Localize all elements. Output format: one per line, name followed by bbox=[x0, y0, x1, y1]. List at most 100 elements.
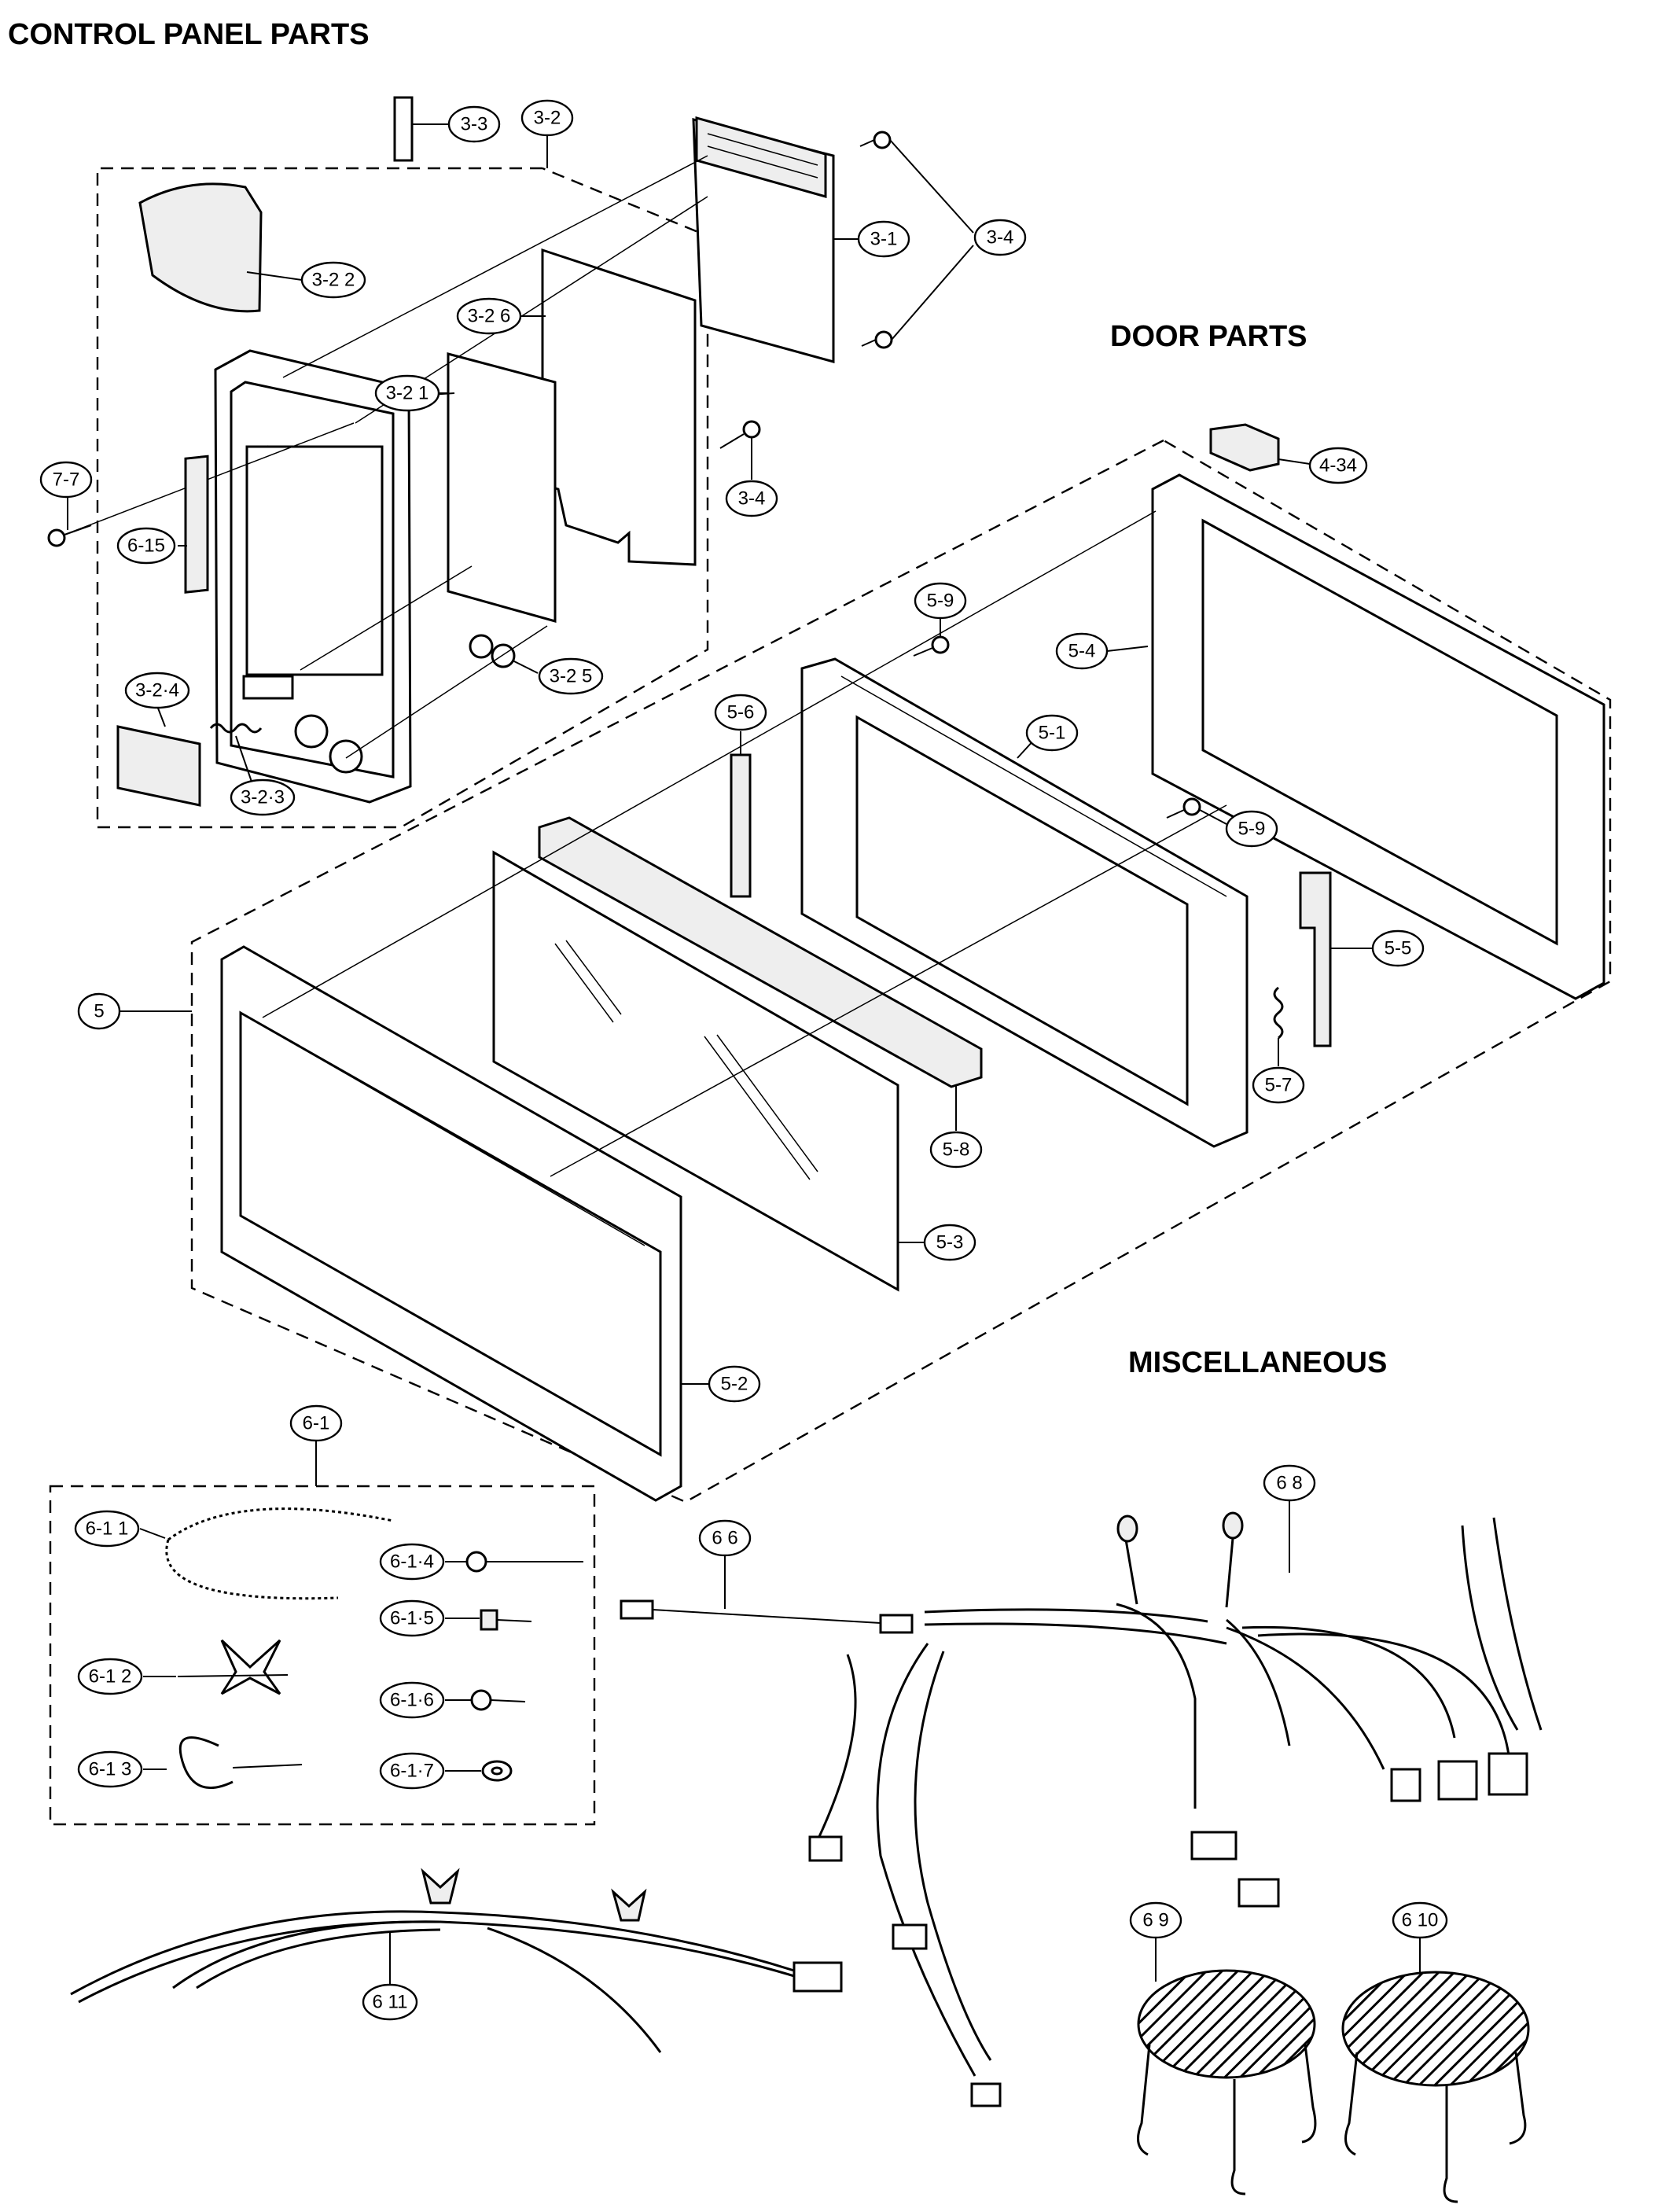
door-button-part bbox=[116, 725, 201, 807]
control-panel-frame-part bbox=[214, 349, 412, 804]
control-pcb-part bbox=[692, 116, 835, 363]
callout-5-8: 5-8 bbox=[929, 1131, 983, 1169]
bracket-3-3-part bbox=[393, 96, 414, 162]
leader-3-4a bbox=[889, 139, 974, 234]
svg-text:5-2: 5-2 bbox=[721, 1374, 748, 1395]
callout-6-11: 6 11 bbox=[362, 1983, 418, 2021]
svg-text:3-4: 3-4 bbox=[738, 488, 766, 510]
svg-text:5-9: 5-9 bbox=[1238, 819, 1266, 840]
svg-text:6 11: 6 11 bbox=[373, 1992, 408, 2013]
svg-text:6-1 2: 6-1 2 bbox=[89, 1666, 132, 1688]
callout-6-6: 6 6 bbox=[698, 1519, 752, 1557]
callout-5: 5 bbox=[77, 992, 121, 1030]
callout-3-2-6: 3-2 6 bbox=[456, 297, 522, 335]
explode-line-1 bbox=[282, 155, 708, 378]
callout-6-1-5: 6-1·5 bbox=[379, 1599, 445, 1637]
choke-frame-part bbox=[1151, 473, 1605, 1000]
hardware-kit-boundary bbox=[49, 1485, 596, 1826]
svg-text:6-1·7: 6-1·7 bbox=[390, 1761, 434, 1782]
toggle-bolt-6-1-2-part bbox=[177, 1639, 289, 1695]
callout-6-1-3: 6-1 3 bbox=[77, 1750, 143, 1788]
callout-3-2-2: 3-2 2 bbox=[300, 261, 366, 299]
leader-3-2-5 bbox=[512, 660, 539, 674]
svg-text:6 8: 6 8 bbox=[1276, 1473, 1302, 1494]
label-6-15-part bbox=[184, 455, 209, 594]
callout-3-3: 3-3 bbox=[447, 105, 501, 143]
door-parts-heading: DOOR PARTS bbox=[1110, 320, 1307, 353]
callout-3-2-4: 3-2·4 bbox=[124, 672, 190, 709]
control-panel-group bbox=[47, 96, 974, 829]
fuse-lead-6-6-part bbox=[620, 1599, 914, 1634]
callout-4-34: 4-34 bbox=[1308, 447, 1368, 484]
callout-6-1-1: 6-1 1 bbox=[74, 1510, 140, 1548]
callout-3-2: 3-2 bbox=[520, 99, 574, 137]
leader-5-4 bbox=[1106, 646, 1149, 652]
callout-3-2-5: 3-2 5 bbox=[538, 657, 604, 695]
callout-6-10: 6 10 bbox=[1392, 1901, 1448, 1939]
door-parts-group bbox=[118, 423, 1612, 1503]
cooking-rack-6-9-part bbox=[1137, 1969, 1317, 2195]
miscellaneous-heading: MISCELLANEOUS bbox=[1128, 1346, 1387, 1379]
svg-text:7-7: 7-7 bbox=[53, 469, 80, 491]
leader-4-34 bbox=[1278, 458, 1311, 465]
callout-5-1: 5-1 bbox=[1025, 714, 1079, 752]
bracket-5-6-part bbox=[730, 753, 752, 898]
washer-6-1-7-part bbox=[481, 1760, 513, 1782]
spring-3-2-5-part bbox=[469, 634, 516, 668]
callout-6-1-2: 6-1 2 bbox=[77, 1658, 143, 1695]
svg-text:6-1·6: 6-1·6 bbox=[390, 1690, 434, 1711]
screw-6-1-5-part bbox=[480, 1609, 532, 1631]
svg-text:5-5: 5-5 bbox=[1385, 938, 1412, 959]
svg-text:3-2·4: 3-2·4 bbox=[135, 680, 179, 701]
svg-text:6-1·4: 6-1·4 bbox=[390, 1551, 434, 1573]
leader-3-2-3 bbox=[235, 735, 252, 782]
svg-text:6 10: 6 10 bbox=[1402, 1910, 1439, 1931]
leader-3-2-4 bbox=[156, 705, 166, 727]
callout-7-7: 7-7 bbox=[39, 461, 93, 499]
callout-6-1-7: 6-1·7 bbox=[379, 1752, 445, 1790]
svg-text:3-2·3: 3-2·3 bbox=[241, 787, 285, 808]
svg-text:6-1: 6-1 bbox=[303, 1413, 330, 1434]
callout-3-4-lower: 3-4 bbox=[725, 480, 778, 517]
latch-hook-5-5-part bbox=[1299, 871, 1332, 1047]
leader-6-1-1 bbox=[139, 1528, 166, 1539]
svg-text:5-1: 5-1 bbox=[1039, 723, 1066, 744]
door-explode-line-2 bbox=[550, 804, 1227, 1177]
svg-text:5-8: 5-8 bbox=[943, 1139, 970, 1161]
svg-text:5-6: 5-6 bbox=[727, 702, 755, 723]
door-glass-part bbox=[492, 850, 899, 1292]
callout-6-9: 6 9 bbox=[1129, 1901, 1182, 1939]
svg-text:3-2: 3-2 bbox=[534, 108, 561, 129]
svg-text:6-1·5: 6-1·5 bbox=[390, 1608, 434, 1629]
svg-text:5-4: 5-4 bbox=[1068, 641, 1096, 662]
svg-text:3-2 6: 3-2 6 bbox=[468, 306, 511, 327]
svg-text:4-34: 4-34 bbox=[1319, 455, 1357, 477]
explode-line-4 bbox=[345, 625, 548, 759]
svg-text:6-15: 6-15 bbox=[127, 536, 165, 557]
callout-5-5: 5-5 bbox=[1371, 929, 1425, 967]
screw-5-9-right bbox=[1166, 797, 1201, 819]
screw-6-1-6-part bbox=[470, 1689, 526, 1711]
svg-text:5-9: 5-9 bbox=[927, 591, 954, 612]
leader-7-7-extension bbox=[64, 422, 355, 536]
svg-text:6-1 3: 6-1 3 bbox=[89, 1759, 132, 1780]
callout-5-6: 5-6 bbox=[714, 694, 767, 731]
svg-text:5-7: 5-7 bbox=[1265, 1075, 1293, 1096]
wire-harness-6-11-part bbox=[70, 1868, 843, 2053]
latch-4-34-part bbox=[1209, 423, 1280, 472]
callout-6-15: 6-15 bbox=[116, 527, 176, 565]
door-explode-line-1 bbox=[262, 510, 1157, 1018]
spring-5-7-part bbox=[1273, 986, 1284, 1040]
callout-3-2-3: 3-2·3 bbox=[230, 778, 296, 816]
callout-5-9-top: 5-9 bbox=[914, 582, 967, 620]
svg-text:5-3: 5-3 bbox=[936, 1232, 964, 1253]
svg-text:6 6: 6 6 bbox=[712, 1528, 737, 1549]
callout-3-1: 3-1 bbox=[857, 220, 910, 258]
svg-text:3-4: 3-4 bbox=[987, 227, 1014, 248]
svg-text:3-1: 3-1 bbox=[870, 229, 898, 250]
cooking-rack-6-10-part bbox=[1341, 1971, 1530, 2203]
callout-6-8: 6 8 bbox=[1263, 1464, 1316, 1502]
door-assembly-boundary bbox=[190, 439, 1612, 1503]
callout-3-4-upper: 3-4 bbox=[973, 219, 1027, 256]
hook-6-1-3-part bbox=[178, 1736, 303, 1789]
